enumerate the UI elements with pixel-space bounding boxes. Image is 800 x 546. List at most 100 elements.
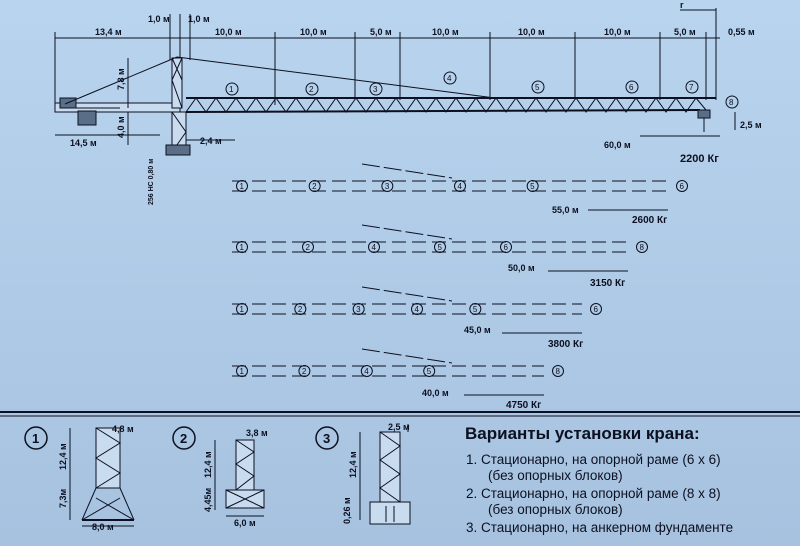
config-2-section-circle [368,241,380,253]
config-4-section-num: 2 [302,367,307,376]
dim-10-0-c: 10,0 м [432,27,459,37]
install-variant-3-drawing [359,424,411,525]
tower [165,57,191,156]
config-3-section-circle [590,303,602,315]
install-1-num: 1 [32,431,39,446]
legend-item-3: 3. Стационарно, на анкерном фундаменте [466,520,734,535]
svg-text:7: 7 [689,83,694,92]
install-2-dim-3: 6,0 м [234,518,256,528]
dim-2-4: 2,4 м [200,136,222,146]
config-4-section-circle [298,365,311,377]
config-1-section-num: 5 [530,182,535,191]
config-4-section-circle [360,365,373,377]
config-1-section-circle [381,180,394,192]
dim-10-0-d: 10,0 м [518,27,545,37]
dim-5-0-a: 5,0 м [370,27,392,37]
top-dimension-ticks [54,8,717,105]
svg-text:1: 1 [229,85,234,94]
dim-7-8: 7,8 м [116,68,126,90]
top-dimension-labels: 13,4 м 1,0 м 1,0 м 10,0 м 10,0 м 5,0 м 1… [95,0,755,37]
config-3-reach: 45,0 м [464,325,491,335]
install-1-dim-2: 7,3м [58,488,68,508]
section-7: 7 [685,80,699,94]
section-4: 4 [443,71,457,85]
svg-text:2: 2 [309,85,314,94]
config-2-reach: 50,0 м [508,263,535,273]
config-4-section-num: 8 [556,367,561,376]
main-jib [185,97,716,132]
dim-4-0: 4,0 м [116,116,126,138]
section-6: 6 [625,80,639,94]
install-3-dim-1: 12,4 м [348,451,358,478]
svg-text:8: 8 [729,98,734,107]
install-labels: 1 4,8 м 12,4 м 7,3м 8,0 м 2 3,8 м 12,4 м… [24,422,410,532]
legend-title: Варианты установки крана: [465,424,700,443]
legend-list: 1. Стационарно, на опорной раме (6 х 6)(… [460,452,796,536]
svg-text:5: 5 [535,83,540,92]
svg-text:3: 3 [373,85,378,94]
tower-base-label: 256 НС 0,80 м [148,159,155,205]
dim-1-0-right: 1,0 м [188,14,210,24]
svg-text:4: 4 [447,74,452,83]
dim-10-0-b: 10,0 м [300,27,327,37]
config-1-section-num: 3 [385,182,390,191]
r-label: r [680,0,684,10]
dim-2-5: 2,5 м [740,120,762,130]
config-3-section-circle [236,303,248,315]
config-2-section-num: 5 [438,243,443,252]
config-2-section-circle [500,241,512,253]
config-4-pendant [361,348,453,364]
dim-10-0-e: 10,0 м [604,27,631,37]
config-1-section-num: 1 [240,182,245,191]
config-1-section-circle [526,180,539,192]
config-1-reach: 55,0 м [552,205,579,215]
config-3-section-num: 2 [298,305,303,314]
install-legend: Варианты установки крана: 1. Стационарно… [460,424,796,538]
config-3-section-circle [469,303,482,315]
install-variant-2-drawing [214,439,265,517]
config-1-section-circle [308,180,321,192]
svg-text:6: 6 [629,83,634,92]
jib-pendants [64,56,496,105]
install-2-num: 2 [180,431,187,446]
config-2-section-num: 8 [640,243,645,252]
section-5: 5 [531,80,545,94]
config-2-section-circle [434,241,446,253]
config-1-section-circle [454,180,466,192]
config-1-section-num: 6 [680,182,685,191]
config-1-pendant [361,163,453,179]
dim-14-5: 14,5 м [70,138,97,148]
config-2-load: 3150 Кг [590,278,625,289]
config-4-load: 4750 Кг [506,400,541,411]
config-3-load: 3800 Кг [548,339,583,350]
dim-13-4: 13,4 м [95,27,122,37]
config-2-section-num: 2 [306,243,311,252]
install-3-num: 3 [323,431,330,446]
config-1-section-num: 2 [312,182,317,191]
config-3-section-num: 1 [240,305,245,314]
legend-item-2: 2. Стационарно, на опорной раме (8 х 8)(… [466,486,721,517]
install-1-dim-1: 12,4 м [58,443,68,470]
config-4-section-num: 4 [364,367,369,376]
legend-item-1: 1. Стационарно, на опорной раме (6 х 6)(… [466,452,721,483]
config-3-pendant [361,286,453,302]
config-4-section-num: 1 [240,367,245,376]
config-2-section-circle [236,241,248,253]
install-3-dim-2: 0,26 м [342,497,352,524]
config-1-section-circle [236,180,248,192]
config-labels: 55,0 м 2600 Кг 50,0 м 3150 Кг 45,0 м 380… [422,205,667,411]
main-load-label: 2200 Кг [680,153,719,165]
config-2-section-num: 6 [504,243,509,252]
section-3: 3 [369,82,383,96]
install-2-dim-1: 12,4 м [203,451,213,478]
config-2-section-circle [302,241,314,253]
config-3-section-num: 5 [473,305,478,314]
config-4-section-circle [236,365,248,377]
dim-10-0-a: 10,0 м [215,27,242,37]
config-1-load: 2600 Кг [632,215,667,226]
main-reach-label: 60,0 м [604,140,631,150]
config-2-pendant [361,224,453,240]
install-1-dim-3: 8,0 м [92,522,114,532]
config-4-section-circle [423,365,436,377]
